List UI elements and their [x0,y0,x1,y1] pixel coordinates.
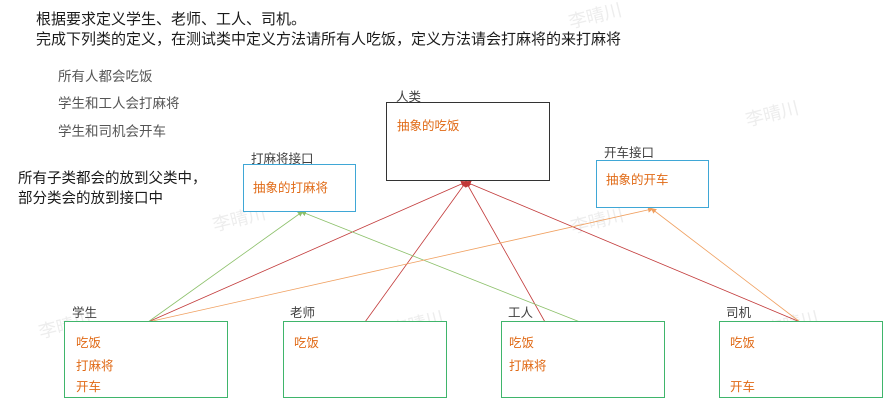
intro-line-1: 根据要求定义学生、老师、工人、司机。 [36,10,307,28]
student-box: 吃饭 打麻将 开车 [64,321,228,398]
worker-method-eat: 吃饭 [509,335,535,350]
note-1: 所有人都会吃饭 [58,69,153,85]
driving-interface-label: 开车接口 [604,145,655,160]
driver-method-eat: 吃饭 [730,335,756,350]
teacher-method-eat: 吃饭 [294,335,320,350]
driver-label: 司机 [726,305,752,320]
mahjong-interface-label: 打麻将接口 [251,151,314,166]
intro-line-2: 完成下列类的定义，在测试类中定义方法请所有人吃饭，定义方法请会打麻将的来打麻将 [36,30,622,48]
mahjong-line-worker [300,210,581,323]
driving-line-student [147,207,654,323]
driving-interface-method: 抽象的开车 [606,172,669,187]
student-method-mahjong: 打麻将 [76,358,114,373]
teacher-label: 老师 [290,305,316,320]
worker-label: 工人 [508,305,534,320]
worker-method-mahjong: 打麻将 [509,358,547,373]
driving-interface-box: 抽象的开车 [596,160,709,208]
driver-box: 吃饭 开车 [719,321,883,398]
mahjong-interface-box: 抽象的打麻将 [243,164,356,212]
student-method-drive: 开车 [76,379,102,394]
student-label: 学生 [72,305,98,320]
note-3: 学生和司机会开车 [58,124,166,140]
worker-box: 吃饭 打麻将 [501,321,665,398]
inherit-line-worker [465,180,546,323]
inherit-line-teacher [364,180,467,323]
mahjong-line-student [147,211,304,323]
person-box: 抽象的吃饭 [386,102,550,181]
mahjong-interface-method: 抽象的打麻将 [253,180,329,195]
inherit-line-driver [464,180,801,323]
driving-line-driver [650,208,801,323]
driver-method-drive: 开车 [730,379,756,394]
student-method-eat: 吃饭 [76,335,102,350]
inherit-line-student [147,181,468,323]
person-label: 人类 [396,89,422,104]
side-note-line-1: 所有子类都会的放到父类中， [18,171,207,187]
person-method: 抽象的吃饭 [397,118,460,133]
note-2: 学生和工人会打麻将 [58,96,180,112]
side-note-line-2: 部分类会的放到接口中 [18,191,163,207]
teacher-box: 吃饭 [283,321,447,398]
